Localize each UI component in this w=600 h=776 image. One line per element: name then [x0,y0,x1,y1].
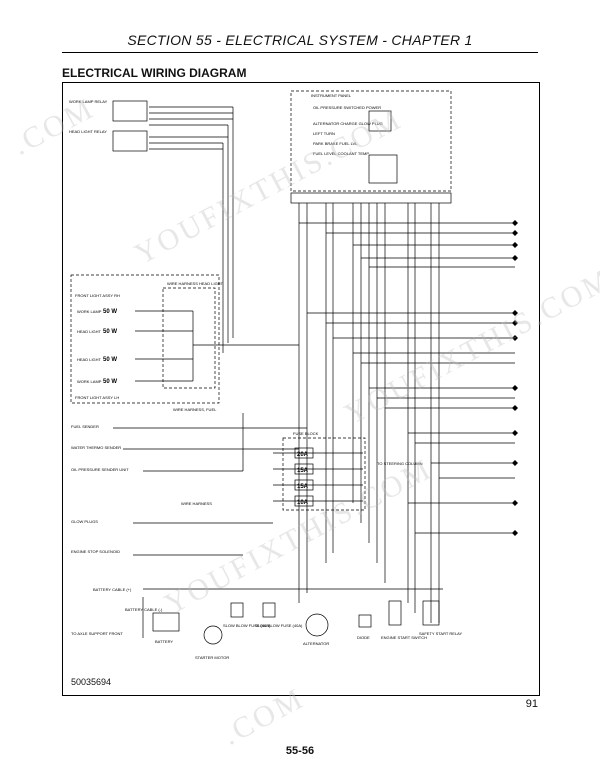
oil-pressure-sender-label: OIL PRESSURE SENDER UNIT [71,467,129,472]
diagram-title: ELECTRICAL WIRING DIAGRAM [62,66,247,80]
section-header: SECTION 55 - ELECTRICAL SYSTEM - CHAPTER… [127,32,473,48]
work-lamp-relay-label: WORK LAMP RELAY [69,99,108,104]
left-turn-label: LEFT TURN [313,131,335,136]
park-brake-label: PARK BRAKE FUEL LVL [313,141,358,146]
axle-support-label: TO AXLE SUPPORT FRONT [71,631,123,636]
safety-relay-label: SAFETY START RELAY [419,631,463,636]
fuel-level-label: FUEL LEVEL COOLANT TEMP [313,151,369,156]
engine-stop-label: ENGINE STOP SOLENOID [71,549,120,554]
page-number-bottom: 55-56 [285,745,315,757]
wire-harness-fuel-label: WIRE HARNESS, FUEL [173,407,217,412]
wiring-diagram-svg: WORK LAMP RELAY HEAD LIGHT RELAY INSTRUM… [69,90,518,660]
fuse-block-label: FUSE BLOCK [293,431,319,436]
alternator-charge-label: ALTERNATOR CHARGE GLOW PLUG [313,121,383,126]
oil-pressure-label: OIL PRESSURE SWITCHED POWER [313,105,381,110]
work-lamp-lh-label: WORK LAMP [77,379,102,384]
water-thermo-label: WATER THERMO SENDER [71,445,121,450]
diode-label: DIODE [357,635,370,640]
wire-harness-label: WIRE HARNESS [181,501,212,506]
engine-start-label: ENGINE START SWITCH [381,635,427,640]
header-rule [62,52,538,53]
front-light-lh-label: FRONT LIGHT ASSY LH [75,395,119,400]
to-steering-label: TO STEERING COLUMN [377,461,423,466]
watt-label-4: 50 W [103,379,117,385]
wire-harness-head-label: WIRE HARNESS HEAD LIGHT [167,281,224,286]
head-light-rh-label: HEAD LIGHT [77,329,102,334]
instrument-panel-label: INSTRUMENT PANEL [311,93,352,98]
watt-label-3: 50 W [103,357,117,363]
wiring-diagram: WORK LAMP RELAY HEAD LIGHT RELAY INSTRUM… [62,82,540,696]
fuse-rating-4: 10A [297,500,309,506]
battery-cable-neg-label: BATTERY CABLE (-) [125,607,163,612]
battery-label: BATTERY [155,639,173,644]
watt-label-1: 50 W [103,309,117,315]
front-light-rh-label: FRONT LIGHT ASSY RH [75,293,120,298]
head-light-lh-label: HEAD LIGHT [77,357,102,362]
fuel-sender-label: FUEL SENDER [71,424,99,429]
alternator-label: ALTERNATOR [303,641,329,646]
battery-cable-pos-label: BATTERY CABLE (+) [93,587,132,592]
fuse-rating-2: 15A [297,468,309,474]
page-number-right: 91 [525,698,538,710]
head-light-relay-label: HEAD LIGHT RELAY [69,129,107,134]
work-lamp-rh-label: WORK LAMP [77,309,102,314]
fuse-rating-3: 15A [297,484,309,490]
slow-blow-60-label: SLOW BLOW FUSE (40A) [255,623,303,628]
fuse-rating-1: 20A [297,452,309,458]
starter-motor-label: STARTER MOTOR [195,655,229,660]
glow-plugs-label: GLOW PLUGS [71,519,98,524]
figure-number: 50035694 [71,677,112,687]
slow-blow-40-label: SLOW BLOW FUSE (40A) [223,623,271,628]
watt-label-2: 50 W [103,329,117,335]
